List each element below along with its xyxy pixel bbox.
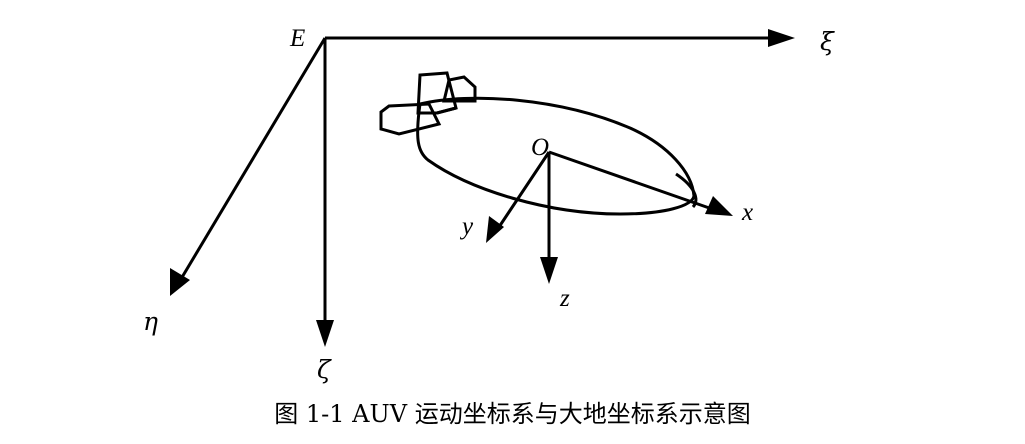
y-axis-label: y [459, 213, 474, 240]
auv-hull-bottom [416, 103, 696, 216]
xi-axis-arrowhead [768, 29, 795, 47]
auv-tail-joint-line [436, 106, 457, 115]
body-frame-origin-label: O [531, 134, 549, 161]
z-axis-label: z [559, 285, 570, 312]
auv-hull-top [419, 96, 696, 197]
zeta-axis-label: ζ [317, 355, 332, 384]
figure-caption: 图 1-1 AUV 运动坐标系与大地坐标系示意图 [274, 400, 751, 428]
earth-frame-group: ξ η ζ E [143, 25, 835, 384]
auv-tail-fin-upper-small [442, 75, 477, 103]
x-axis-arrowhead [705, 196, 733, 216]
auv-nose-cap [675, 172, 698, 208]
y-axis-line [495, 151, 551, 231]
auv-tail-fin-lower [379, 102, 442, 136]
y-axis-arrowhead [486, 216, 504, 243]
xi-axis-label: ξ [820, 27, 835, 56]
x-axis-label: x [741, 199, 753, 226]
earth-frame-origin-label: E [289, 25, 305, 52]
eta-axis-arrowhead [170, 268, 190, 296]
x-axis-line [548, 150, 716, 212]
auv-vehicle-group [379, 71, 698, 216]
eta-axis-line [176, 37, 327, 285]
body-frame-group: x y z O [459, 134, 753, 312]
zeta-axis-arrowhead [316, 320, 334, 347]
z-axis-arrowhead [540, 257, 558, 284]
eta-axis-label: η [143, 307, 158, 336]
